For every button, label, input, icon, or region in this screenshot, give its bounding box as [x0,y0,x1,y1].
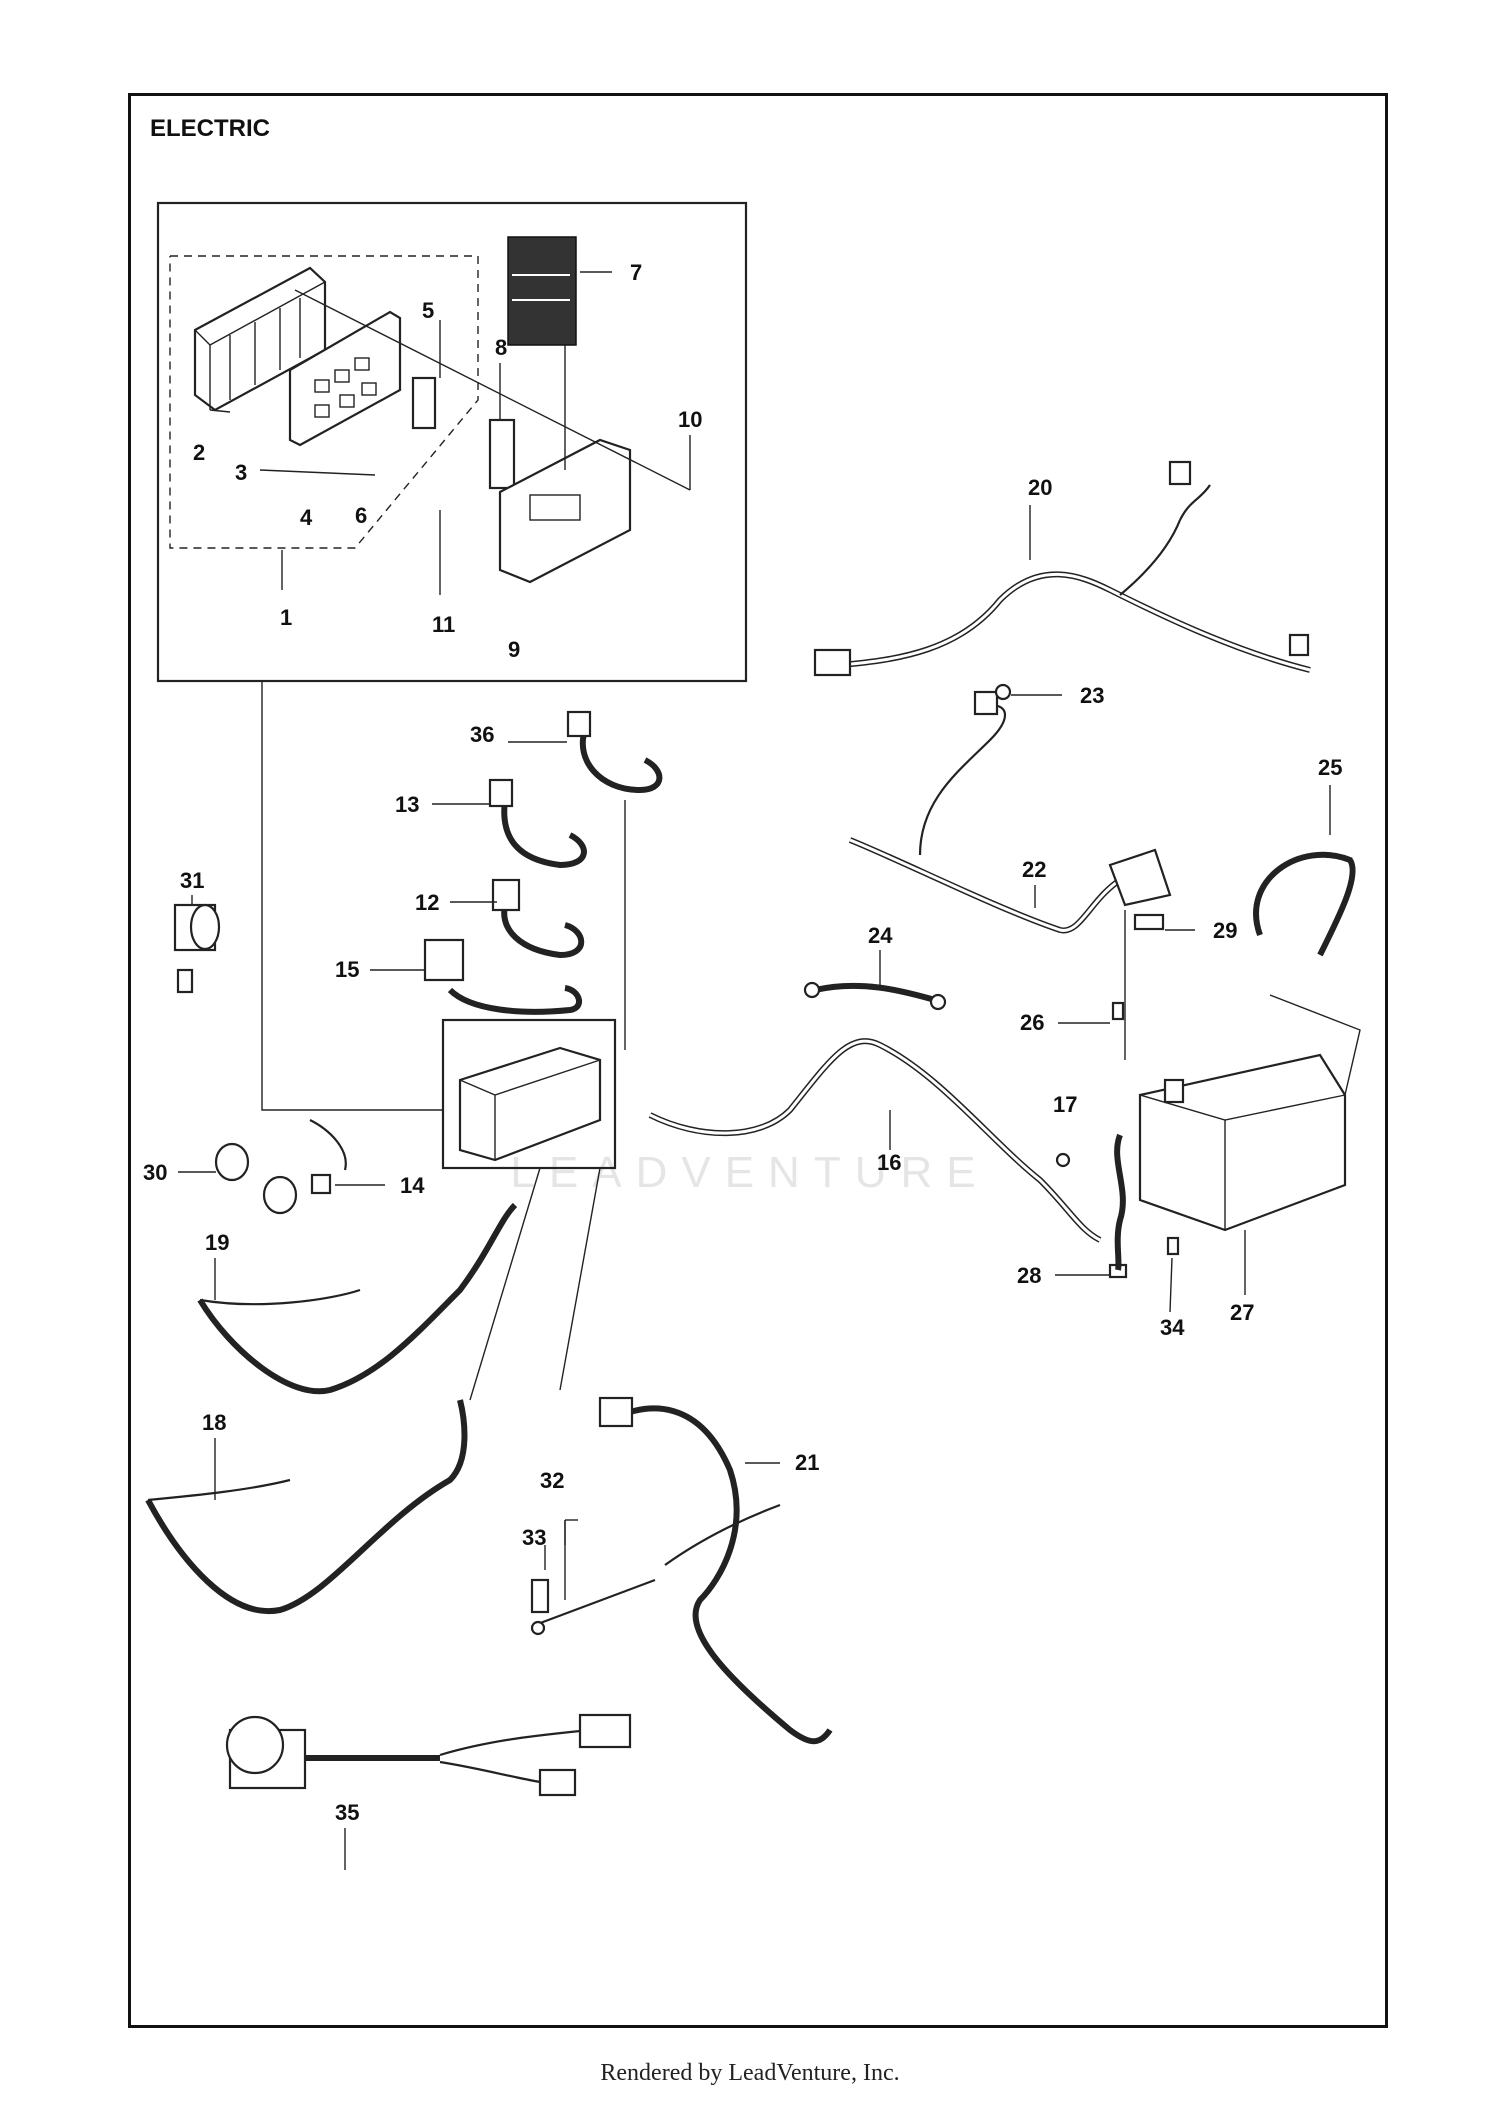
callout-10: 10 [678,407,702,432]
diagram-frame [128,93,1388,2028]
callout-19: 19 [205,1230,229,1255]
part-18-harness [145,1399,468,1615]
callout-21: 21 [795,1450,819,1475]
callout-labels: 1 2 3 4 5 6 7 8 9 10 11 12 13 14 15 16 1… [143,260,1342,1825]
callout-28: 28 [1017,1263,1041,1288]
part-20-harness [813,460,1311,677]
part-29-bracket [1133,913,1165,931]
callout-2: 2 [193,440,205,465]
callout-15: 15 [335,957,359,982]
callout-23: 23 [1080,683,1104,708]
small-harness-group [423,710,663,1050]
callout-33: 33 [522,1525,546,1550]
leader-lines [261,681,1361,1600]
part-35-harness [225,1713,632,1797]
part-22-harness [848,690,1172,934]
callout-27: 27 [1230,1300,1254,1325]
callout-34: 34 [1160,1315,1185,1340]
callout-4: 4 [300,505,313,530]
callout-17: 17 [1053,1092,1077,1117]
ecu-inset [441,1018,617,1170]
callout-29: 29 [1213,918,1237,943]
callout-11: 11 [432,612,455,637]
part-27-battery [1138,1053,1347,1232]
section-title: ELECTRIC [150,115,270,142]
callout-12: 12 [415,890,439,915]
callout-22: 22 [1022,857,1046,882]
part-9-module [498,438,632,584]
callout-13: 13 [395,792,419,817]
callout-26: 26 [1020,1010,1044,1035]
part-7-decal [507,236,577,346]
callout-31: 31 [180,868,204,893]
callout-25: 25 [1318,755,1342,780]
callout-35: 35 [335,1800,359,1825]
callout-18: 18 [202,1410,226,1435]
callout-8: 8 [495,335,507,360]
callout-16: 16 [877,1150,901,1175]
footer-credit: Rendered by LeadVenture, Inc. [600,2060,900,2086]
callout-6: 6 [355,503,367,528]
part-26-bolt [1111,1001,1125,1021]
callout-30: 30 [143,1160,167,1185]
part-16-harness [648,1038,1102,1243]
part-2-housing [193,266,327,412]
callout-1: 1 [280,605,292,630]
callout-3: 3 [235,460,247,485]
part-8-label [488,418,516,490]
part-24-ground-cable [803,981,947,1011]
part-23-nut [994,683,1012,701]
callout-5: 5 [422,298,434,323]
part-31-hour-meter [173,903,221,994]
part-34-fuse [1166,1236,1180,1256]
part-30-lamp [214,1119,347,1215]
part-17-cable [1114,1133,1126,1271]
callout-36: 36 [470,722,494,747]
part-25-battery-cable [1253,851,1356,957]
part-21-harness [598,1396,833,1745]
part-19-harness [197,1202,518,1395]
callout-24: 24 [868,923,893,948]
part-17-nut [1055,1152,1071,1168]
callout-20: 20 [1028,475,1052,500]
callout-32: 32 [540,1468,564,1493]
control-unit-inset [156,201,748,683]
part-32-sensor [530,1578,656,1636]
callout-14: 14 [400,1173,425,1198]
part-3-circuit-board [288,310,402,447]
part-5-fuse [411,376,437,430]
callout-7: 7 [630,260,642,285]
callout-leaders [178,271,1331,1870]
watermark: LEADVENTURE [510,1148,990,1197]
callout-9: 9 [508,637,520,662]
